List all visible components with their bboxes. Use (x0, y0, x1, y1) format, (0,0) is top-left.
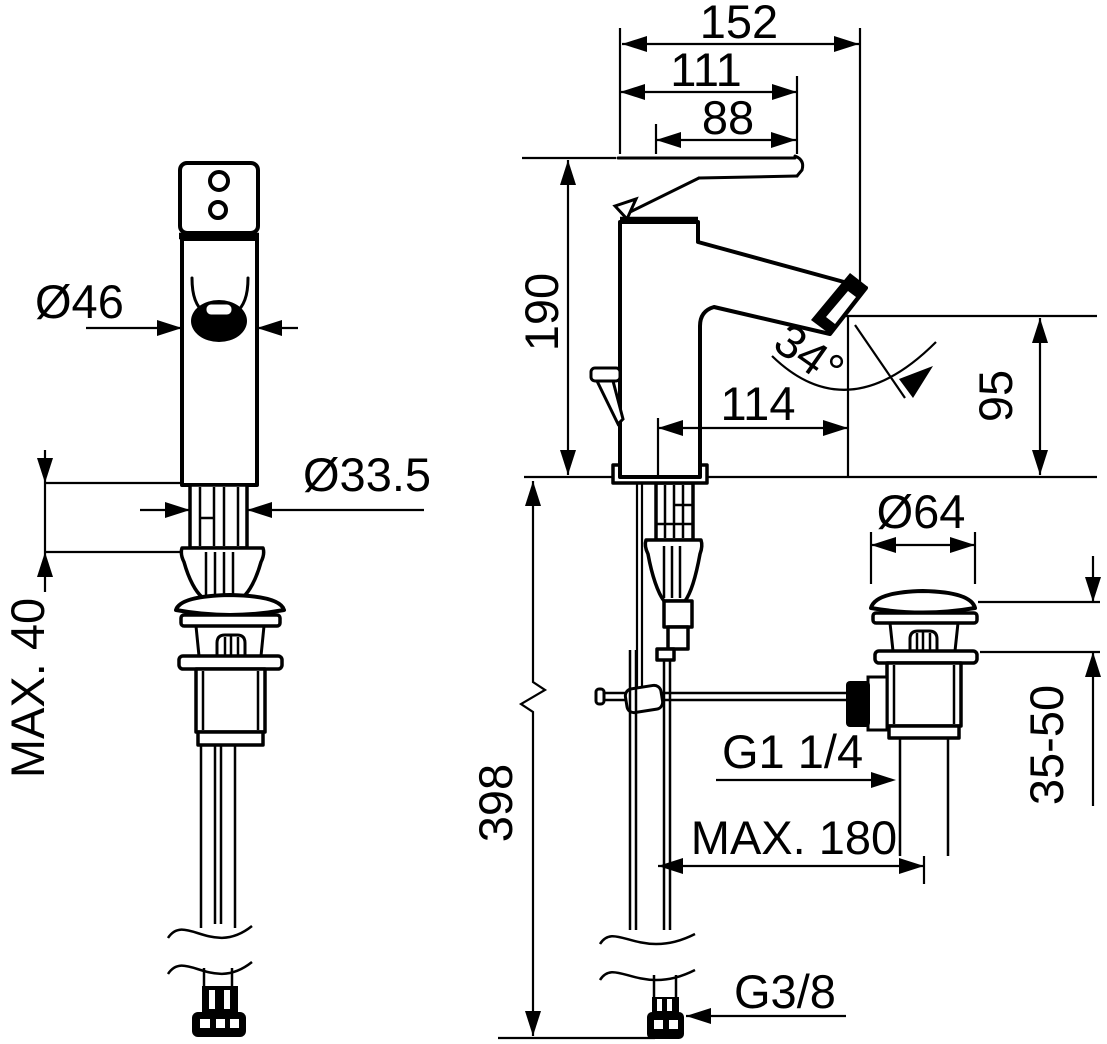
dim-label-398: 398 (469, 764, 522, 842)
side-view (589, 154, 979, 1039)
dim-label-max180: MAX. 180 (691, 811, 897, 864)
popup-knob (589, 366, 622, 383)
waste-cap-side (869, 589, 977, 615)
handle-side (612, 154, 805, 224)
dim-body-diameter: Ø46 (35, 275, 298, 336)
dim-shank-diameter: Ø33.5 (140, 448, 431, 518)
waste-washer-side (871, 611, 979, 625)
hose-connector-side (647, 997, 684, 1039)
waste-flange-side (873, 649, 979, 665)
break-line (166, 925, 253, 939)
dim-supply-thread: G3/8 (686, 965, 846, 1024)
waste-body-front (194, 667, 267, 734)
dim-label-152: 152 (700, 0, 778, 48)
front-view (166, 161, 286, 1037)
waste-step-side (887, 724, 961, 740)
lever-tail (612, 196, 639, 222)
hose-block (662, 599, 694, 629)
dim-max-deck-thickness: MAX. 40 (1, 450, 183, 778)
aerator-notch (203, 301, 235, 318)
dim-label-g3-8: G3/8 (734, 965, 836, 1018)
dim-handle-length: 111 (620, 43, 799, 154)
break-line (598, 968, 696, 982)
dim-max-waste-offset: MAX. 180 (658, 811, 926, 884)
waste-flange-front (177, 654, 284, 671)
waste-neck-front (194, 624, 266, 658)
body-side (618, 220, 868, 479)
rod-end (594, 687, 606, 706)
dim-height: 190 (515, 156, 616, 475)
dim-label-111: 111 (670, 43, 741, 96)
break-line (166, 961, 253, 975)
dim-total-depth: 152 (618, 0, 862, 286)
handle-hole-lower (208, 200, 228, 220)
rod-clamp (623, 683, 665, 715)
waste-cap-front (174, 593, 286, 617)
handle-hole-upper (208, 170, 230, 192)
dim-label-114: 114 (721, 377, 796, 430)
waste-washer-front (179, 613, 282, 628)
hose-block (655, 647, 676, 662)
break-line (598, 932, 696, 946)
mounting-cone-front (179, 546, 266, 599)
dim-label-35-50: 35-50 (1020, 685, 1073, 805)
dim-handle-reach: 88 (654, 91, 796, 154)
dim-label-d64: Ø64 (877, 485, 966, 538)
waste-rib-side (908, 629, 939, 653)
waste-neck-side (888, 621, 960, 653)
dim-label-d33-5: Ø33.5 (303, 448, 431, 501)
dim-spout-reach: 114 (656, 377, 848, 475)
waste-assembly-side (846, 589, 979, 856)
popup-knob-stem (594, 379, 625, 427)
dim-label-88: 88 (702, 91, 754, 144)
waste-body-side (885, 661, 963, 728)
hose-block (666, 625, 690, 651)
waste-rib-front (215, 633, 247, 658)
dim-label-d46: Ø46 (35, 275, 124, 328)
dim-label-190: 190 (515, 273, 568, 351)
supply-hoses-side (598, 650, 696, 997)
rod-collar (866, 675, 889, 732)
dim-waste-cap-diameter: Ø64 (869, 485, 977, 584)
dim-outlet-height: 95 (969, 318, 1048, 475)
dim-label-95: 95 (969, 370, 1022, 422)
dim-label-max40: MAX. 40 (1, 598, 54, 778)
dim-supply-length: 398 (469, 481, 655, 1040)
dim-label-g1-14: G1 1/4 (722, 725, 863, 778)
aerator-face (826, 291, 856, 324)
mounting-cone-side (643, 538, 704, 603)
supply-pipes-front (166, 745, 253, 986)
rod-knob (846, 681, 870, 727)
body-front (180, 237, 259, 487)
dim-waste-thread: G1 1/4 (716, 725, 896, 788)
waste-step-front (196, 730, 265, 747)
hose-connector-front (192, 986, 246, 1037)
dim-basin-thickness: 35-50 (978, 556, 1101, 806)
